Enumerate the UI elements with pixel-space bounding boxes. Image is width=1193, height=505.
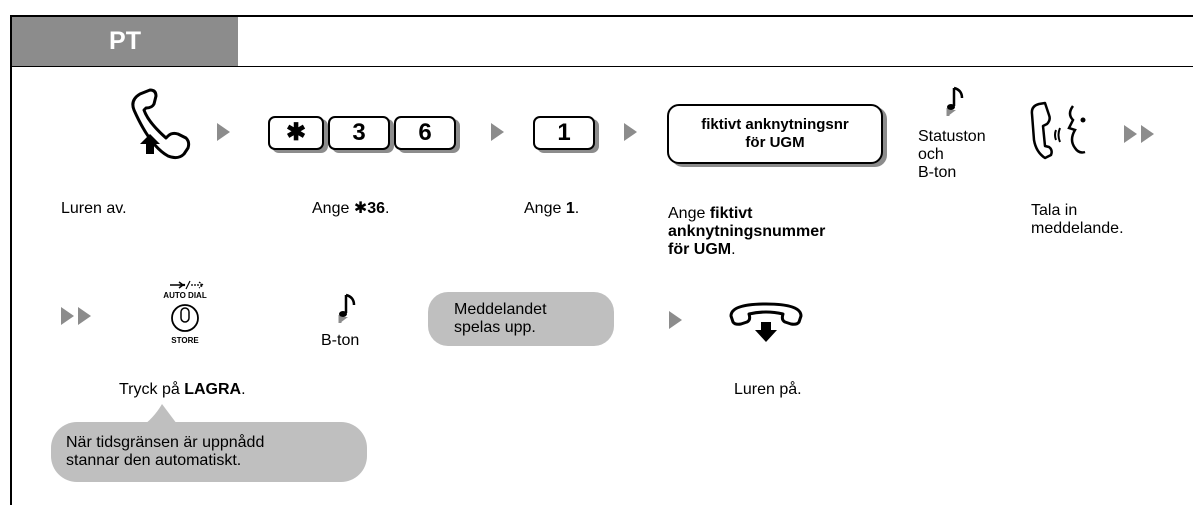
note-bubble: När tidsgränsen är uppnådd stannar den a… <box>51 422 367 482</box>
tone2-label: B-ton <box>321 332 360 349</box>
music-note-icon <box>944 86 966 120</box>
virtual-extension-box: fiktivt anknytningsnr för UGM <box>667 104 883 164</box>
double-arrow-icon <box>1124 125 1158 143</box>
frame-top-border <box>10 15 1193 17</box>
double-arrow-icon <box>61 307 95 325</box>
handset-off-hook-icon <box>128 88 194 160</box>
header-label: PT <box>12 17 238 66</box>
arrow-icon <box>624 123 637 141</box>
store-bottom-label: STORE <box>171 336 199 345</box>
talk-caption: Tala in meddelande. <box>1031 202 1124 237</box>
key-star: ✱ <box>268 116 324 150</box>
frame-left-border <box>10 15 12 505</box>
handset-on-hook-icon <box>727 300 805 344</box>
store-button-icon: AUTO DIAL STORE <box>160 279 210 357</box>
speaking-person-icon <box>1029 100 1091 162</box>
store-caption: Tryck på LAGRA. <box>119 381 246 398</box>
header-divider <box>12 66 1193 67</box>
arrow-icon <box>669 311 682 329</box>
recorded-bubble: Meddelandet spelas upp. <box>428 292 614 346</box>
key-1: 1 <box>533 116 595 150</box>
arrow-icon <box>217 123 230 141</box>
store-top-label: AUTO DIAL <box>163 291 207 300</box>
off-hook-caption: Luren av. <box>61 200 127 217</box>
keys-caption: Ange ✱36. <box>312 200 390 217</box>
key-3: 3 <box>328 116 390 150</box>
arrow-icon <box>491 123 504 141</box>
key-6: 6 <box>394 116 456 150</box>
music-note-icon <box>336 293 358 327</box>
tone1-text: Statuston och B-ton <box>918 128 986 181</box>
key-one-caption: Ange 1. <box>524 200 580 217</box>
on-hook-caption: Luren på. <box>734 381 802 398</box>
virtual-extension-caption: Ange fiktivt anknytningsnummer för UGM. <box>668 205 826 258</box>
